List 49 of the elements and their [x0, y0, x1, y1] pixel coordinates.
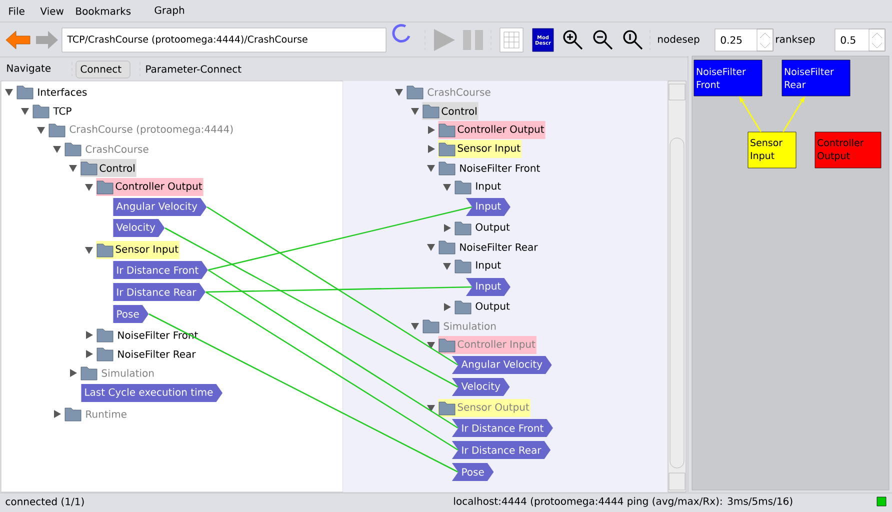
port-tag: Velocity [113, 219, 165, 237]
menu-item: File [9, 7, 24, 15]
tab-label: Parameter-Connect [146, 65, 242, 73]
module-box: Sensor Input [748, 132, 796, 168]
tree-item: TCP [53, 107, 72, 115]
port-tag: Angular Velocity [452, 356, 552, 374]
spin-label: ranksep [776, 35, 815, 45]
connection-line [148, 313, 458, 473]
port-tag: Ir Distance Rear [113, 283, 206, 301]
port-tag: Ir Distance Front [452, 419, 553, 437]
connection-line [206, 286, 472, 293]
port-tag: Ir Distance Rear [452, 441, 551, 459]
tree-item: Simulation [444, 322, 496, 330]
spin-label: nodesep [658, 35, 700, 45]
address-field: TCP/CrashCourse (protoomega:4444)/CrashCourse [62, 28, 386, 52]
tree-item: NoiseFilter Rear [118, 350, 196, 358]
menu-item: Bookmarks [76, 7, 131, 15]
status-text: connected (1/1) [6, 498, 84, 506]
tree-item: CrashCourse [428, 88, 490, 96]
tab-button: Connect [76, 60, 130, 78]
port-tag: Input [466, 198, 510, 216]
spin-field: 0.25 [714, 28, 774, 52]
tree-item: NoiseFilter Rear [460, 243, 538, 251]
tree-item: NoiseFilter Front [460, 164, 540, 172]
tree-item: Interfaces [38, 88, 87, 96]
port-tag: Pose [452, 463, 494, 481]
port-tag: Ir Distance Front [113, 261, 208, 279]
port-tag: Pose [113, 305, 149, 323]
port-tag: Last Cycle execution time [81, 384, 223, 402]
tree-item: CrashCourse (protoomega:4444) [70, 125, 233, 135]
connection-line [206, 206, 458, 366]
port-tag: Velocity [452, 378, 510, 396]
spin-field: 0.5 [834, 28, 886, 52]
connection-line [205, 291, 458, 451]
connection-line [164, 227, 458, 388]
port-tag: Input [466, 278, 510, 296]
status-text: localhost:4444 (protoomega:4444 ping (avg/max/Rx): 3ms/5ms/16) [454, 497, 792, 507]
menu-item: Graph [154, 6, 184, 16]
tree-item: CrashCourse [86, 145, 148, 153]
module-box: Controller Output [814, 132, 882, 168]
tab-label: Navigate [7, 64, 51, 74]
module-box: NoiseFilter Rear [782, 60, 850, 96]
menu-item: View [40, 7, 64, 15]
tree-item: Output [476, 302, 510, 312]
module-box: NoiseFilter Front [694, 60, 762, 96]
connection-line [208, 206, 472, 271]
port-tag: Angular Velocity [113, 198, 207, 216]
tree-item: Input [476, 182, 501, 192]
connection-line [208, 269, 458, 429]
